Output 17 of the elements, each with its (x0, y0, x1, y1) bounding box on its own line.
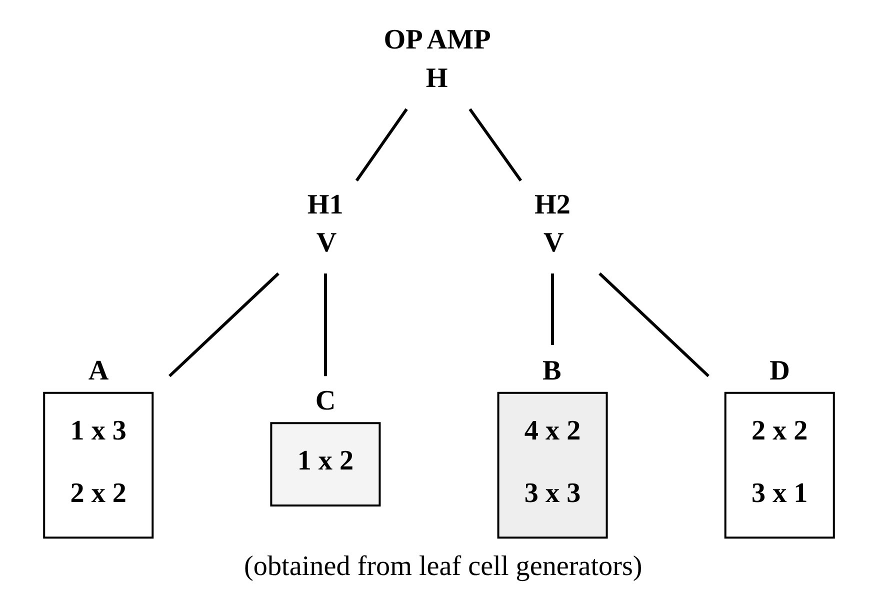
node-text: H1 (307, 189, 344, 220)
node-text: H2 (534, 189, 570, 220)
node-label: H (426, 62, 448, 94)
node-text: OP AMP (384, 24, 491, 56)
connector (468, 108, 522, 182)
connector (598, 272, 710, 378)
connector (168, 272, 280, 378)
connector (355, 108, 408, 182)
connector (551, 274, 554, 346)
node-label: B (542, 355, 562, 386)
node-label: A (88, 355, 109, 386)
node-label: D (770, 355, 790, 386)
node-label: V (316, 228, 337, 259)
node-label: V (544, 228, 564, 259)
node-label: C (315, 385, 336, 416)
connector (324, 274, 327, 376)
caption: (obtained from leaf cell generators) (244, 551, 642, 582)
